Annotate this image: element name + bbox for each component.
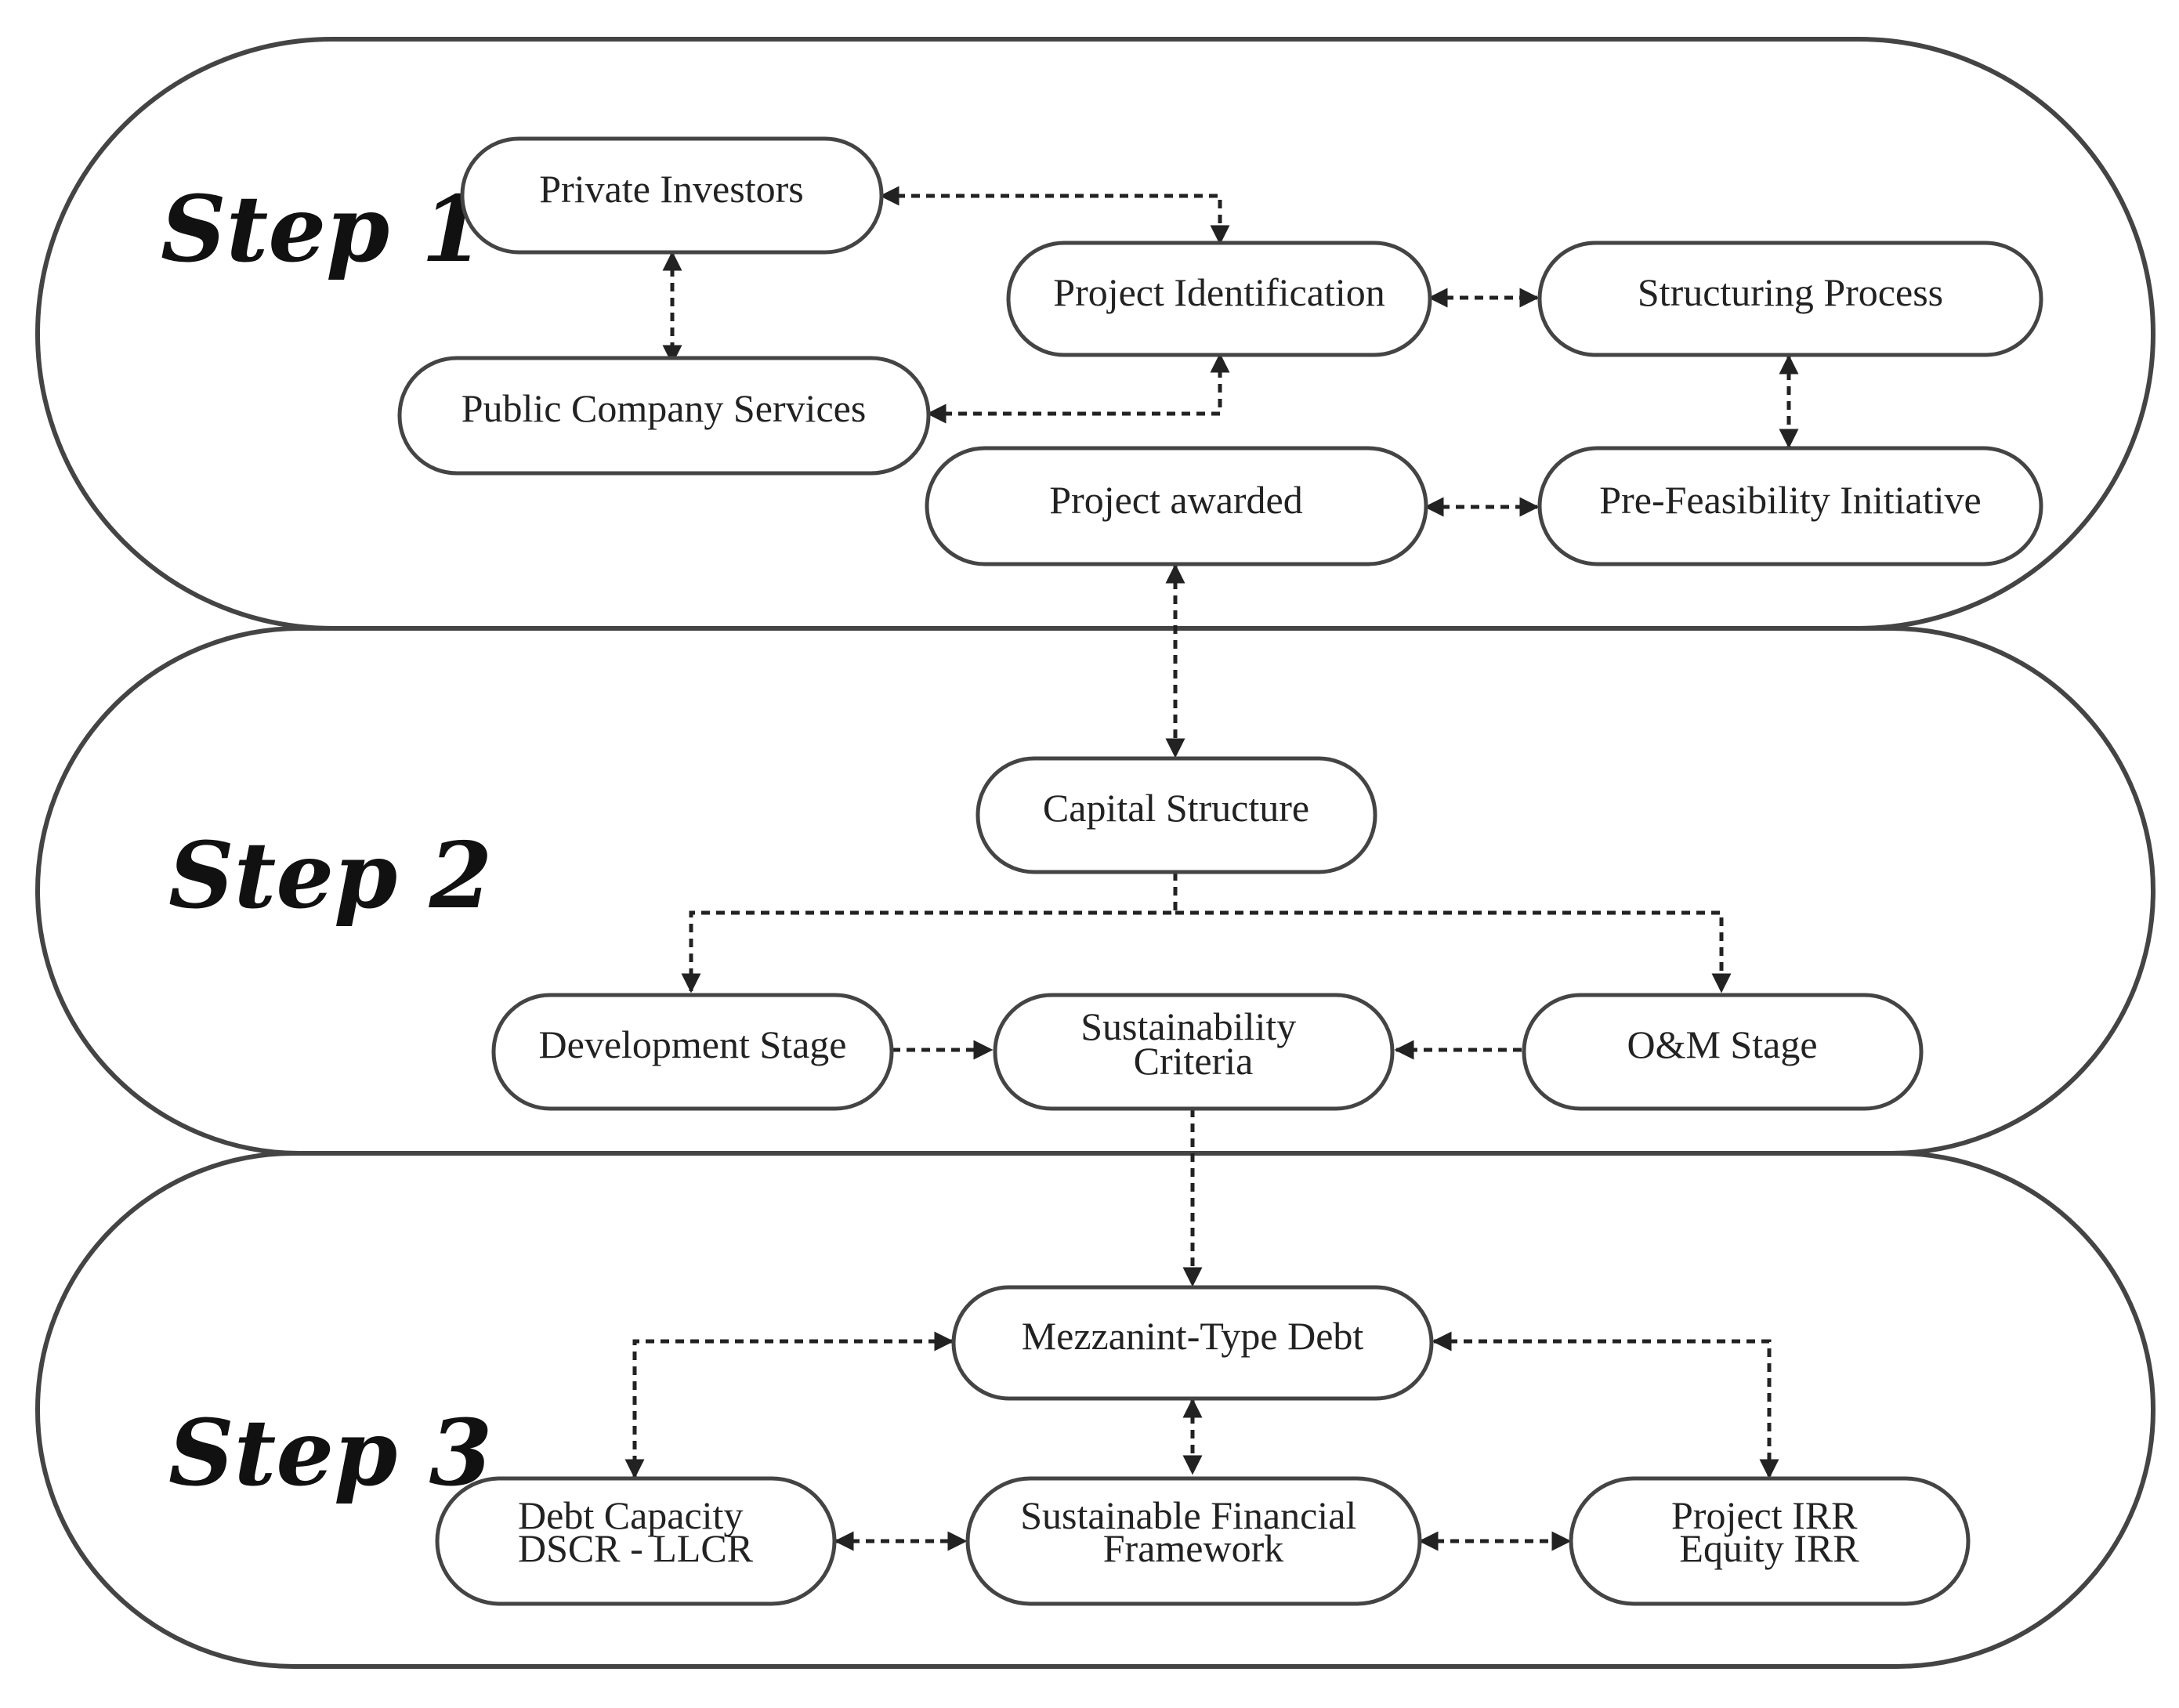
node-sustainable-financial-framework: Sustainable Financial Framework (965, 1476, 1422, 1606)
public-company-services-box (397, 356, 931, 476)
development-stage-label: Development Stage (539, 1022, 847, 1066)
project-identification-box (1006, 241, 1432, 357)
node-project-awarded: Project awarded (925, 446, 1428, 566)
structuring-process-box (1537, 241, 2043, 357)
svg-text:Project awarded: Project awarded (1049, 478, 1302, 522)
node-private-investors: Private Investors (460, 136, 884, 255)
arrow-mezzanine-debt-project-irr (1432, 1331, 1779, 1479)
om-stage-box (1522, 993, 1924, 1111)
node-structuring-process: Structuring Process (1537, 241, 2043, 357)
sustainable-financial-framework-box (965, 1476, 1422, 1606)
svg-text:Structuring Process: Structuring Process (1638, 270, 1943, 314)
node-sustainability-criteria: Sustainability Criteria (993, 993, 1395, 1111)
pre-feasibility-initiative-box (1537, 446, 2043, 566)
capital-structure-label: Capital Structure (1043, 786, 1309, 830)
node-pre-feasibility-initiative: Pre-Feasibility Initiative (1537, 446, 2043, 566)
svg-text:Capital Structure: Capital Structure (1043, 786, 1309, 830)
om-stage-label: O&M Stage (1627, 1022, 1817, 1066)
svg-text:Project IRR Equity IRR: Project IRR Equity IRR (1671, 1493, 1867, 1570)
mezzanine-debt-box (951, 1285, 1434, 1401)
svg-text:Project Identification: Project Identification (1053, 270, 1384, 314)
svg-text:Sustainability Criteria: Sustainability Criteria (1080, 1004, 1306, 1083)
private-investors-box (460, 136, 884, 255)
structuring-process-label: Structuring Process (1638, 270, 1943, 314)
debt-capacity-line-2: DSCR - LLCR (518, 1526, 754, 1570)
project-irr-box (1569, 1476, 1971, 1606)
node-project-irr: Project IRR Equity IRR (1569, 1476, 1971, 1606)
svg-text:Public Company Services: Public Company Services (461, 386, 867, 430)
capital-structure-box (975, 756, 1377, 874)
sustainable-financial-framework-line-2: Framework (1103, 1526, 1284, 1570)
project-identification-label: Project Identification (1053, 270, 1384, 314)
arrow-private-investors-project-identification (879, 186, 1230, 245)
pre-feasibility-initiative-label: Pre-Feasibility Initiative (1599, 478, 1981, 522)
project-awarded-label: Project awarded (1049, 478, 1302, 522)
node-development-stage: Development Stage (491, 993, 894, 1111)
debt-capacity-line-1: Debt Capacity (518, 1493, 743, 1537)
arrow-public-company-services-project-identification (926, 353, 1230, 424)
step-1-label: Step 1 (161, 176, 484, 283)
node-capital-structure: Capital Structure (975, 756, 1377, 874)
sustainability-criteria-line-2: Criteria (1134, 1039, 1254, 1083)
connectors (624, 186, 1799, 1551)
step-2-label: Step 2 (168, 823, 492, 929)
node-project-identification: Project Identification (1006, 241, 1432, 357)
development-stage-box (491, 993, 894, 1111)
mezzanine-debt-label: Mezzanint-Type Debt (1022, 1314, 1364, 1358)
node-om-stage: O&M Stage (1522, 993, 1924, 1111)
step-3-label: Step 3 (168, 1400, 492, 1507)
arrow-capital-structure-development-stage (681, 872, 1178, 993)
node-public-company-services: Public Company Services (397, 356, 931, 476)
project-irr-line-2: Equity IRR (1679, 1526, 1859, 1570)
svg-text:Debt Capacity DSCR - LLC: Debt Capacity DSCR - LLCR (518, 1493, 754, 1570)
sustainability-criteria-box (993, 993, 1395, 1111)
svg-text:O&M Stage: O&M Stage (1627, 1022, 1817, 1066)
public-company-services-label: Public Company Services (461, 386, 867, 430)
svg-text:Mezzanint-Type Debt: Mezzanint-Type Debt (1022, 1314, 1364, 1358)
sustainability-criteria-line-1: Sustainability (1080, 1004, 1296, 1048)
node-mezzanine-debt: Mezzanint-Type Debt (951, 1285, 1434, 1401)
arrow-mezzanine-debt-debt-capacity (624, 1331, 954, 1479)
project-awarded-box (925, 446, 1428, 566)
svg-text:Pre-Feasibility Initiative: Pre-Feasibility Initiative (1599, 478, 1981, 522)
svg-text:Private Investors: Private Investors (539, 167, 803, 211)
private-investors-label: Private Investors (539, 167, 803, 211)
node-debt-capacity: Debt Capacity DSCR - LLCR (435, 1476, 837, 1606)
sustainable-financial-framework-line-1: Sustainable Financial (1020, 1493, 1356, 1537)
svg-text:Sustainable Financial Fr: Sustainable Financial Framework (1020, 1493, 1366, 1570)
debt-capacity-box (435, 1476, 837, 1606)
project-irr-line-1: Project IRR (1671, 1493, 1858, 1537)
arrow-capital-structure-om-stage (1175, 910, 1732, 993)
svg-text:Development Stage: Development Stage (539, 1022, 847, 1066)
